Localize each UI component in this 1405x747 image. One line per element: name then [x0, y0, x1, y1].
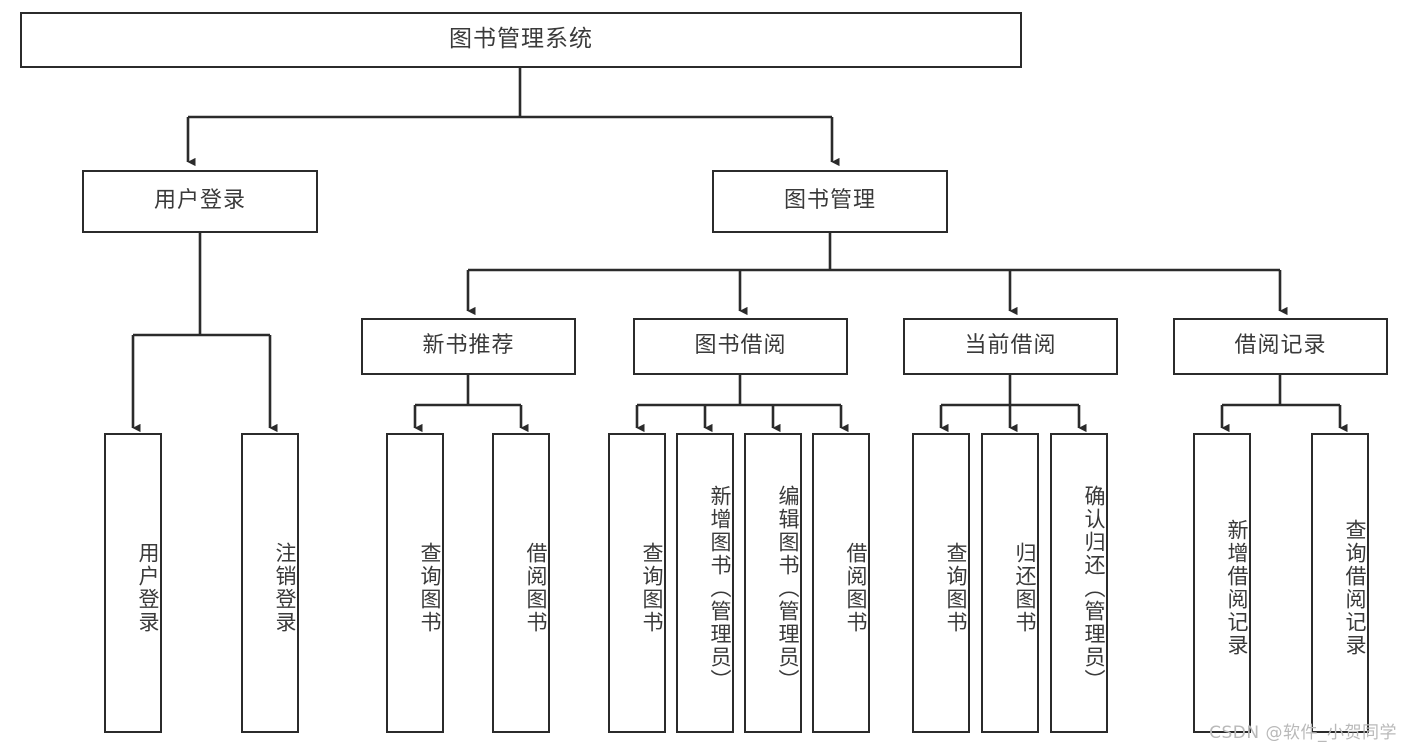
- node-leaf-add-record[interactable]: 新增借阅记录: [1193, 433, 1251, 733]
- node-borrow-record[interactable]: 借阅记录: [1173, 318, 1388, 375]
- node-user-login-label: 用户登录: [153, 188, 246, 214]
- node-new-book-recommend-label: 新书推荐: [422, 333, 515, 359]
- node-leaf-logout-login-label: 注销登录: [273, 542, 297, 634]
- node-root-label: 图书管理系统: [449, 26, 593, 53]
- node-leaf-add-book[interactable]: 新增图书（管理员）: [676, 433, 734, 733]
- node-leaf-query-book-2-label: 查询图书: [640, 542, 664, 634]
- node-book-borrow-label: 图书借阅: [694, 333, 787, 359]
- node-leaf-edit-book[interactable]: 编辑图书（管理员）: [744, 433, 802, 733]
- node-new-book-recommend[interactable]: 新书推荐: [361, 318, 576, 375]
- node-leaf-query-book-3[interactable]: 查询图书: [912, 433, 970, 733]
- node-book-manage-label: 图书管理: [783, 188, 876, 214]
- node-leaf-add-book-label: 新增图书（管理员）: [708, 484, 732, 692]
- node-leaf-query-book-2[interactable]: 查询图书: [608, 433, 666, 733]
- node-current-borrow-label: 当前借阅: [964, 333, 1057, 359]
- node-leaf-user-login[interactable]: 用户登录: [104, 433, 162, 733]
- node-book-borrow[interactable]: 图书借阅: [633, 318, 848, 375]
- node-leaf-borrow-book-1-label: 借阅图书: [524, 542, 548, 634]
- node-leaf-borrow-book-1[interactable]: 借阅图书: [492, 433, 550, 733]
- node-leaf-logout-login[interactable]: 注销登录: [241, 433, 299, 733]
- node-leaf-borrow-book-2-label: 借阅图书: [844, 542, 868, 634]
- node-leaf-confirm-return[interactable]: 确认归还（管理员）: [1050, 433, 1108, 733]
- node-leaf-query-record-label: 查询借阅记录: [1343, 519, 1367, 657]
- node-root[interactable]: 图书管理系统: [20, 12, 1022, 68]
- node-leaf-query-book-1[interactable]: 查询图书: [386, 433, 444, 733]
- node-book-manage[interactable]: 图书管理: [712, 170, 948, 233]
- node-leaf-edit-book-label: 编辑图书（管理员）: [776, 484, 800, 692]
- node-leaf-user-login-label: 用户登录: [136, 542, 160, 634]
- node-leaf-query-book-1-label: 查询图书: [418, 542, 442, 634]
- watermark: CSDN @软件_小贺同学: [1209, 723, 1397, 743]
- node-leaf-return-book[interactable]: 归还图书: [981, 433, 1039, 733]
- node-leaf-query-book-3-label: 查询图书: [944, 542, 968, 634]
- node-leaf-add-record-label: 新增借阅记录: [1225, 519, 1249, 657]
- node-leaf-query-record[interactable]: 查询借阅记录: [1311, 433, 1369, 733]
- node-user-login[interactable]: 用户登录: [82, 170, 318, 233]
- node-leaf-confirm-return-label: 确认归还（管理员）: [1082, 484, 1106, 692]
- node-leaf-return-book-label: 归还图书: [1013, 542, 1037, 634]
- node-current-borrow[interactable]: 当前借阅: [903, 318, 1118, 375]
- node-leaf-borrow-book-2[interactable]: 借阅图书: [812, 433, 870, 733]
- node-borrow-record-label: 借阅记录: [1234, 333, 1327, 359]
